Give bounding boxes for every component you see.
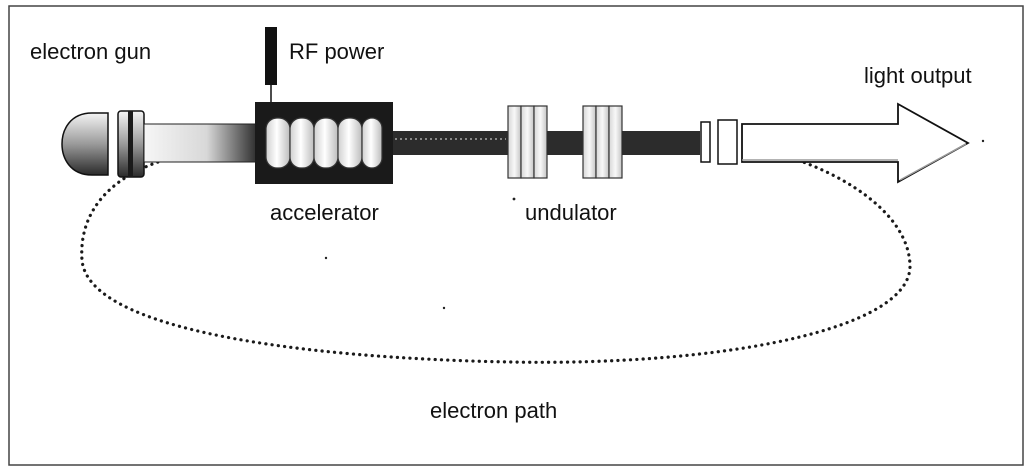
scan-speck [512,197,516,201]
accelerator-label: accelerator [270,200,379,225]
undulator-magnet-4 [582,105,597,179]
light-output-label: light output [864,63,972,88]
output-mirror-1 [700,121,711,163]
rf-power-feed [265,27,277,85]
electron-gun-dome [61,112,109,176]
rf-power-label: RF power [289,39,385,64]
undulator-magnet-3 [533,105,548,179]
undulator-gap-pipe [547,131,583,155]
light-output-arrow-shadow [742,143,967,181]
electron-path-loop [80,144,912,364]
undulator-magnet-1 [507,105,522,179]
electron-gun [61,110,145,178]
scan-speck [981,139,985,143]
scan-speck [442,306,446,310]
accelerator-cavity-2 [289,117,315,169]
undulator-magnet-5 [595,105,610,179]
scan-speck [324,256,328,260]
beam-tube-gun-to-accelerator [143,123,259,163]
undulator [507,105,623,179]
output-mirror-2 [717,119,738,165]
accelerator-cavity-4 [337,117,363,169]
accelerator [255,102,393,184]
diagram-frame [8,5,1024,466]
accelerator-cavity-1 [265,117,291,169]
undulator-magnet-2 [520,105,535,179]
beam-pipe-after-undulator [622,131,700,155]
undulator-label: undulator [525,200,617,225]
accelerator-cavity-3 [313,117,339,169]
beam-pipe-accelerator-to-undulator [393,131,508,155]
electron-gun-label: electron gun [30,39,152,64]
electron-gun-ring-stripe [128,111,133,177]
accelerator-cavity-5 [361,117,383,169]
undulator-magnet-6 [608,105,623,179]
electron-path-label: electron path [430,398,558,423]
